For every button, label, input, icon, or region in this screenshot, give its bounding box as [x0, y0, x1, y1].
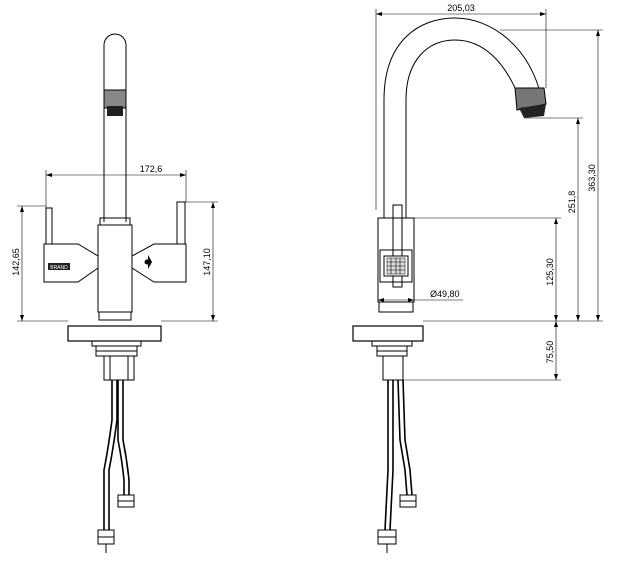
front-view: BRAND: [11, 33, 218, 553]
front-left-handle: BRAND: [43, 207, 99, 283]
side-base-height-dimension: 75,50: [403, 321, 561, 381]
brand-logo: BRAND: [50, 265, 68, 271]
side-mounting-nut: [371, 340, 413, 381]
front-spout: [103, 33, 127, 222]
side-spout-height-dimension: 251,8: [524, 117, 583, 321]
side-base-height-label: 75,50: [545, 341, 555, 364]
side-spout-height-label: 251,8: [567, 191, 577, 214]
front-supply-hoses: [97, 380, 135, 553]
front-deck-plate: [67, 325, 162, 342]
front-width-dimension: 172,6: [45, 164, 187, 208]
side-deck-plate: [352, 325, 424, 342]
handle-grid-pattern: [386, 257, 406, 275]
side-handle-height-dimension: 125,30: [414, 217, 561, 321]
side-view: 205,03 363,30 251,8 125,30: [352, 3, 603, 553]
side-total-height-dimension: 363,30: [423, 29, 603, 322]
side-diameter-dimension: Ø49,80: [378, 289, 463, 302]
front-right-handle: [131, 201, 187, 283]
side-reach-label: 205,03: [447, 3, 475, 13]
side-handle-height-label: 125,30: [545, 258, 555, 286]
side-diameter-label: Ø49,80: [430, 289, 460, 299]
front-width-label: 172,6: [140, 164, 163, 174]
side-total-height-label: 363,30: [587, 164, 597, 192]
front-height-right-dimension: 147,10: [161, 201, 218, 322]
front-height-left-dimension: 142,65: [11, 205, 68, 322]
front-height-right-label: 147,10: [202, 248, 212, 276]
side-reach-dimension: 205,03: [375, 3, 547, 210]
front-body: [97, 217, 133, 321]
side-handle: [379, 204, 413, 288]
front-height-left-label: 142,65: [11, 248, 21, 276]
side-spout: [383, 17, 547, 218]
front-mounting-nut: [91, 340, 142, 381]
side-supply-hoses: [377, 379, 417, 553]
